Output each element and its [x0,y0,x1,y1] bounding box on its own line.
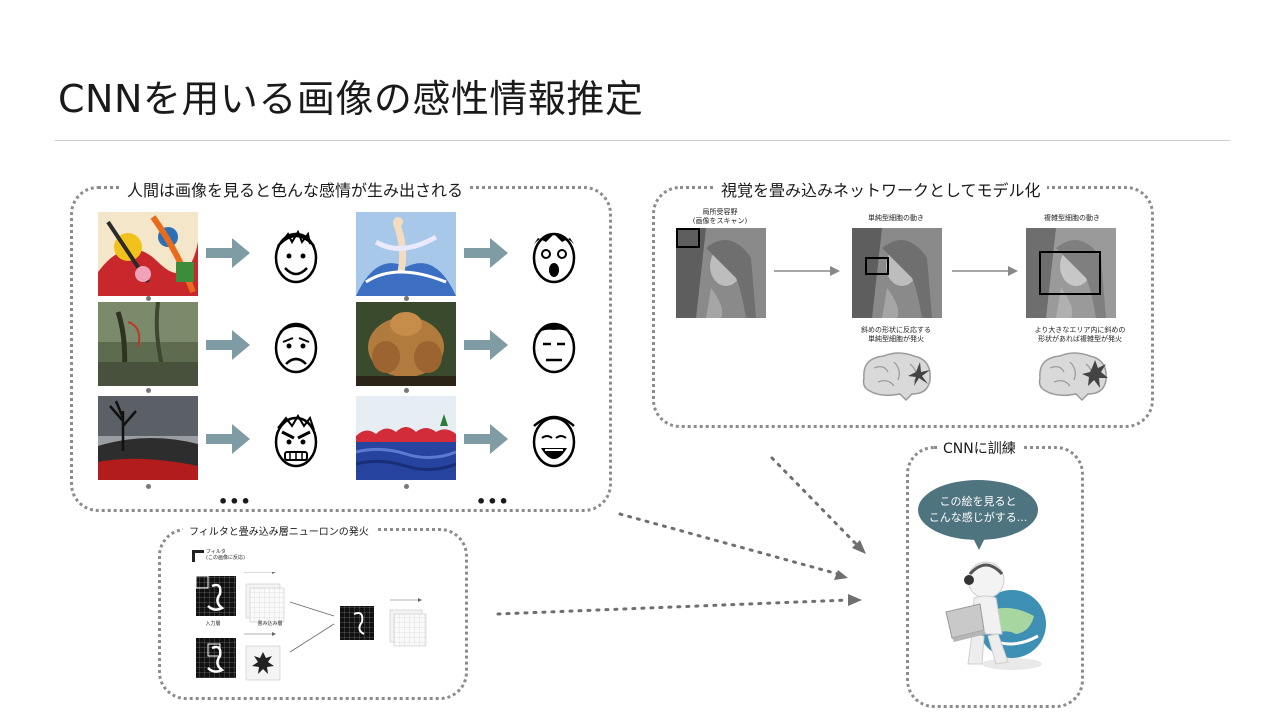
vision-model-panel-label: 視覚を畳み込みネットワークとしてモデル化 [715,177,1047,201]
abstract-painting-image [98,212,198,296]
receptive-field-caption-line1: 局所受容野 [702,208,738,216]
complex-cell-fire-caption: より大きなエリア内に斜めの 形状があれば複雑型が発火 [1018,326,1142,344]
receptive-field-caption-line2: (画像をスキャン) [692,217,748,225]
arrow-right-icon [464,424,508,454]
speech-bubble: この絵を見ると こんな感じがする... [918,480,1038,540]
filter-legend-caption: フィルタ (この画像に反応) [206,549,266,561]
blue-dancer-painting-image [356,212,456,296]
separator-dot [404,484,409,489]
separator-dot [404,388,409,393]
slide-title: CNNを用いる画像の感性情報推定 [58,77,644,121]
dark-forest-painting-image [98,302,198,386]
human-emotion-panel: 人間は画像を見ると色んな感情が生み出される [70,177,612,512]
grayscale-portrait-image [852,228,942,318]
laughing-face-icon [532,415,576,468]
filter-conv-panel: フィルタと畳み込み層ニューロンの発火 [158,523,468,700]
speech-bubble-line2: こんな感じがする... [928,511,1028,524]
brain-icon [1038,352,1108,402]
arrow-right-icon [464,238,508,268]
sad-face-icon [274,322,318,374]
simple-cell-fire-line1: 斜めの形状に反応する [861,326,931,334]
robot-with-laptop-image [945,561,1046,670]
grayscale-portrait-image [676,228,766,318]
separator-dot [146,296,151,301]
separator-dot [146,388,151,393]
neutral-face-icon [532,322,576,374]
simple-cell-fire-caption: 斜めの形状に反応する 単純型細胞が発火 [836,326,956,344]
cnn-training-panel: CNNに訓練 [906,438,1084,708]
angry-face-icon [274,414,318,468]
happy-face-icon [274,229,318,284]
more-ellipsis: ••• [218,492,252,511]
process-arrow-icon [952,266,1018,276]
filter-conv-panel-label: フィルタと畳み込み層ニューロンの発火 [183,523,375,538]
surreal-figure-painting-image [356,302,456,386]
simple-cell-fire-line2: 単純型細胞が発火 [868,335,924,343]
grayscale-portrait-image [1026,228,1116,318]
arrow-right-icon [206,238,250,268]
seascape-painting-image [356,396,456,480]
input-layer-label: 入力層 [205,621,221,627]
speech-bubble-tail [972,536,986,550]
complex-cell-fire-line1: より大きなエリア内に斜めの [1034,326,1126,334]
filter-legend-line1: フィルタ [206,549,226,555]
conv-layer-label: 畳み込み層 [257,621,283,627]
complex-cell-caption: 複雑型細胞の動き [1044,214,1100,222]
separator-dot [404,296,409,301]
complex-cell-fire-line2: 形状があれば複雑型が発火 [1038,335,1122,343]
conv-schematic-diagram [195,572,427,681]
process-arrow-icon [774,266,840,276]
vision-model-panel: 視覚を畳み込みネットワークとしてモデル化 [652,177,1154,428]
human-emotion-panel-label: 人間は画像を見ると色んな感情が生み出される [121,177,470,201]
arrow-right-icon [206,330,250,360]
surprised-face-icon [532,232,576,284]
arrow-right-icon [464,330,508,360]
arrow-right-icon [206,424,250,454]
receptive-field-caption: 局所受容野 (画像をスキャン) [670,208,770,226]
brain-icon [862,352,931,402]
filter-legend-icon [192,550,204,562]
cnn-training-panel-label: CNNに訓練 [937,438,1022,458]
separator-dot [146,484,151,489]
filter-legend-line2: (この画像に反応) [206,555,245,561]
more-ellipsis: ••• [476,492,510,511]
title-divider [55,140,1230,141]
simple-cell-caption: 単純型細胞の動き [868,214,924,222]
stormy-landscape-painting-image [98,396,198,480]
speech-bubble-line1: この絵を見ると [939,495,1017,508]
